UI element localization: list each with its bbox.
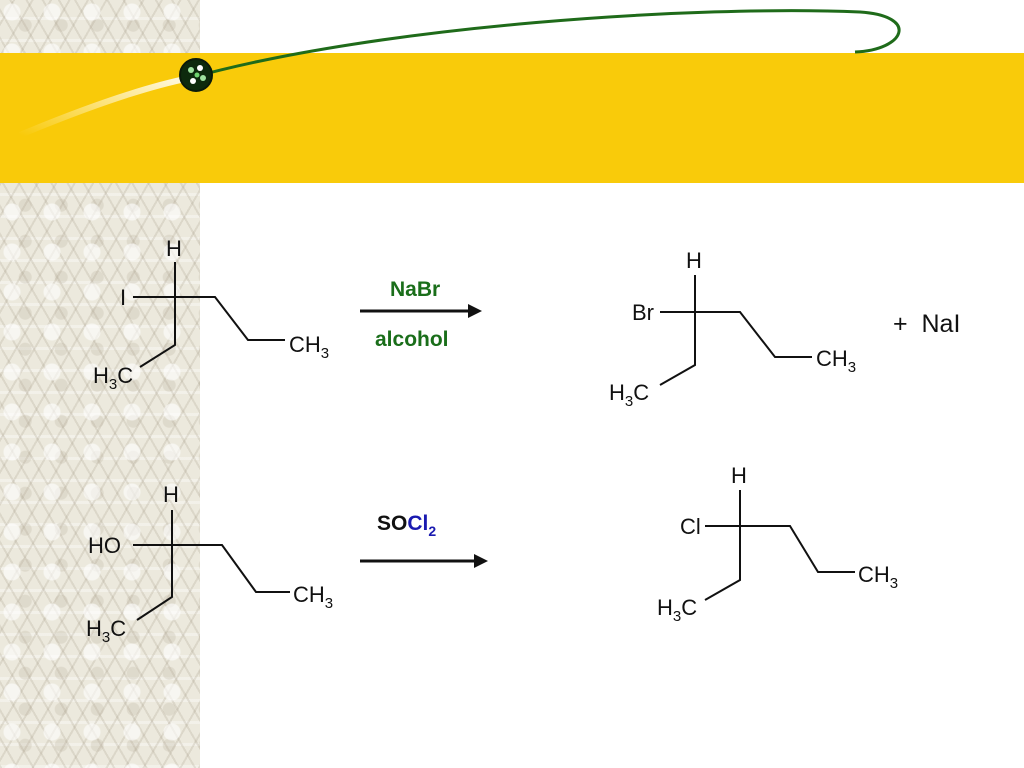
r2-hydroxyl-group: HO [88, 533, 121, 558]
r2-h3c-group: H3C [86, 616, 126, 646]
r2-ch3-group: CH3 [293, 582, 333, 612]
r2-h-atom: H [163, 482, 179, 507]
orbit-atom-icon [179, 58, 213, 92]
orbit-line [189, 9, 901, 80]
title-band-overlay [0, 53, 200, 183]
p2-h-atom: H [731, 463, 747, 488]
reaction-arrow-1 [360, 304, 482, 318]
byproduct-nai: + NaI [893, 310, 960, 338]
r1-iodine-atom: I [120, 285, 126, 310]
comet-tail [18, 75, 191, 138]
p2-chlorine-atom: Cl [680, 514, 701, 539]
p2-ch3-group: CH3 [858, 562, 898, 592]
reagent-nabr: NaBr [390, 278, 440, 301]
p1-h3c-group: H3C [609, 380, 649, 410]
reactant-2-iodopentane: H I CH3 H3C [93, 236, 329, 393]
r1-h3c-group: H3C [93, 363, 133, 393]
p1-h-atom: H [686, 248, 702, 273]
p1-bromine-atom: Br [632, 300, 654, 325]
reactant-3-hexanol: H HO CH3 H3C [86, 482, 333, 646]
reagent-socl2: SOCl2 [377, 512, 436, 539]
reagent-alcohol: alcohol [375, 328, 449, 351]
r1-h-atom: H [166, 236, 182, 261]
product-3-chlorohexane: H Cl CH3 H3C [657, 463, 898, 625]
p1-ch3-group: CH3 [816, 346, 856, 376]
product-2-bromopentane: H Br CH3 H3C [609, 248, 856, 410]
p2-h3c-group: H3C [657, 595, 697, 625]
r1-ch3-group: CH3 [289, 332, 329, 362]
reaction-arrow-2 [360, 554, 488, 568]
